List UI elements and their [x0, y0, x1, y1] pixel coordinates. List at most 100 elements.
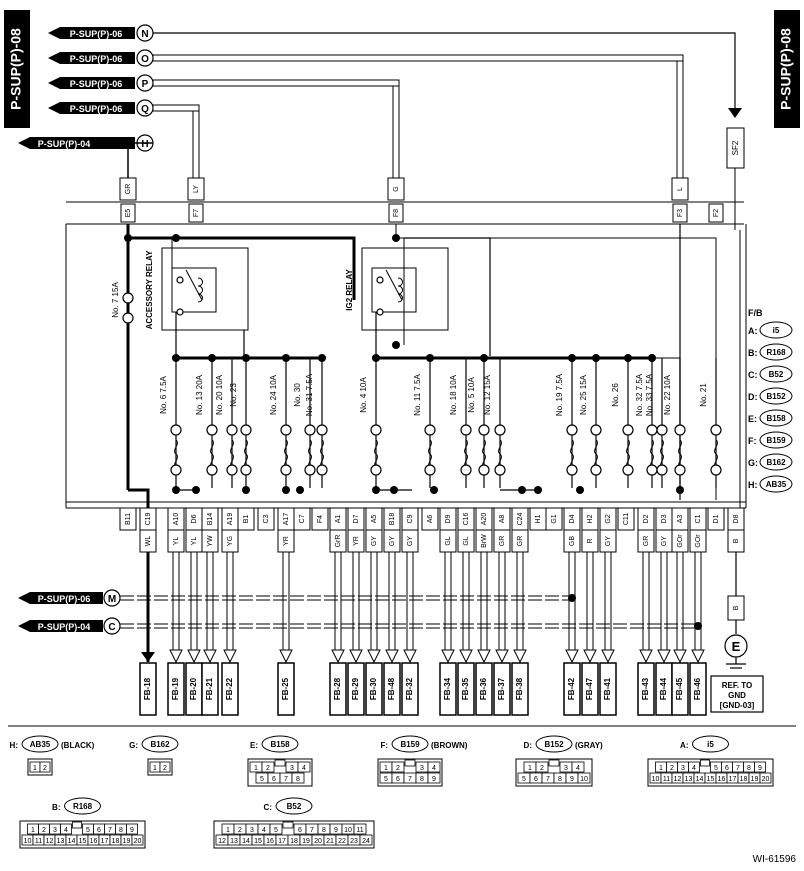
- fuse-element-icon: [594, 439, 598, 469]
- connector-oval: [759, 321, 793, 339]
- connector-pin: 4: [302, 765, 306, 772]
- fuse-label: No. 24 10A: [269, 374, 278, 415]
- connector-key-slot: [72, 821, 82, 829]
- destination-box: [563, 662, 581, 716]
- connector-pin: 15: [79, 838, 87, 845]
- connector-cell: [391, 761, 405, 773]
- connector-pin: 2: [238, 827, 242, 834]
- connector-pin: 20: [134, 838, 142, 845]
- source-arrow: [48, 102, 135, 114]
- fuse-terminal: [622, 424, 634, 436]
- connector-oval: [275, 797, 313, 815]
- wire-double: [192, 110, 200, 179]
- fuse-label: No. 20 10A: [215, 374, 224, 415]
- connector-pin: 10: [652, 776, 660, 783]
- junction-dot: [576, 486, 584, 494]
- connector-code: R168: [73, 802, 93, 811]
- connector-pin: 9: [758, 765, 762, 772]
- page-tag-right: [774, 10, 800, 128]
- junction-dot: [392, 341, 400, 349]
- wire-color-label: GY: [605, 536, 612, 546]
- wire-source-double: [152, 79, 400, 87]
- fuse-terminal: [170, 464, 182, 476]
- terminal-box: [617, 507, 635, 531]
- connector-key-slot: [282, 821, 294, 829]
- wire-color-label: GR: [125, 184, 132, 195]
- connector-pin: 3: [420, 765, 424, 772]
- wire-double: [392, 85, 400, 179]
- wire-double: [660, 551, 668, 651]
- terminal-label: D8: [733, 514, 740, 523]
- destination-label: FB-36: [479, 677, 488, 700]
- destination-label: FB-28: [333, 677, 342, 700]
- connector-pin: 8: [420, 776, 424, 783]
- wire-double: [334, 551, 342, 651]
- wire-color-label: YG: [227, 536, 234, 546]
- ref-letter-circle: [103, 617, 121, 635]
- fuse-element-icon: [464, 439, 468, 469]
- connector-cell: [571, 761, 585, 773]
- connector-pin: 9: [570, 776, 574, 783]
- ref-label: P-SUP(P)-04: [38, 622, 91, 632]
- connector-pin: 22: [338, 838, 346, 845]
- fuse-terminal: [494, 424, 506, 436]
- arrow-down-icon: [141, 652, 155, 662]
- terminal-label: F8: [393, 209, 400, 217]
- fuse-element-icon: [428, 439, 432, 469]
- destination-box: [347, 662, 365, 716]
- terminal-label: H1: [535, 514, 542, 523]
- connector-pin: 18: [740, 776, 748, 783]
- connector-pin: 5: [260, 776, 264, 783]
- junction-dot: [282, 486, 290, 494]
- source-letter: O: [141, 54, 149, 65]
- wire-double: [462, 551, 470, 651]
- accessory-relay-contact: [176, 308, 184, 316]
- connector-pin: 13: [685, 776, 693, 783]
- fuse-label: No. 25 15A: [579, 374, 588, 415]
- arrow-down-icon: [691, 649, 705, 664]
- destination-label: FB-43: [641, 677, 650, 700]
- connector-pin: 1: [33, 765, 37, 772]
- connector-pin: 2: [266, 765, 270, 772]
- wire-source-double: [152, 54, 684, 62]
- destination-box: [689, 662, 707, 716]
- destination-label: FB-44: [659, 677, 668, 700]
- connector-pin: 5: [86, 827, 90, 834]
- source-arrow: [18, 137, 135, 149]
- connector-pin: 6: [272, 776, 276, 783]
- terminal-label: A1: [335, 515, 342, 524]
- fb-legend-key: G:: [748, 458, 758, 468]
- fb-legend-conn: B152: [766, 392, 786, 401]
- page-tag-right-text: P-SUP(P)-08: [778, 28, 794, 110]
- connector-oval: [141, 735, 179, 753]
- connector-pin: 16: [266, 838, 274, 845]
- terminal-label: C3: [263, 514, 270, 523]
- connector-key: H:: [10, 741, 18, 750]
- connector-cell: [131, 834, 144, 846]
- destination-box: [365, 662, 383, 716]
- terminal-box: [293, 507, 311, 531]
- source-arrow: [48, 27, 135, 39]
- ground-ref-text: GND: [728, 691, 746, 700]
- connector-pin: 9: [130, 827, 134, 834]
- destination-label: FB-29: [351, 677, 360, 700]
- fuse-terminal: [370, 464, 382, 476]
- destination-box: [167, 662, 185, 716]
- wire-double: [226, 551, 234, 651]
- terminal-label: A10: [173, 513, 180, 526]
- connector-pin: 3: [681, 765, 685, 772]
- terminal-label: F4: [317, 515, 324, 523]
- fb-legend-conn: AB35: [766, 480, 787, 489]
- connector-pin: 4: [692, 765, 696, 772]
- connector-oval: [759, 475, 793, 493]
- wire-color-label: GOr: [677, 534, 684, 548]
- connector-cell: [688, 761, 700, 773]
- arrow-down-icon: [601, 649, 615, 664]
- fb-legend-title: F/B: [748, 308, 763, 318]
- connector-key: B:: [52, 803, 60, 812]
- wire-color-label: B: [733, 538, 740, 543]
- accessory-relay-label: ACCESSORY RELAY: [145, 250, 154, 330]
- fuse-element-icon: [308, 439, 312, 469]
- destination-box: [457, 662, 475, 716]
- ground-ref-box: [710, 675, 764, 713]
